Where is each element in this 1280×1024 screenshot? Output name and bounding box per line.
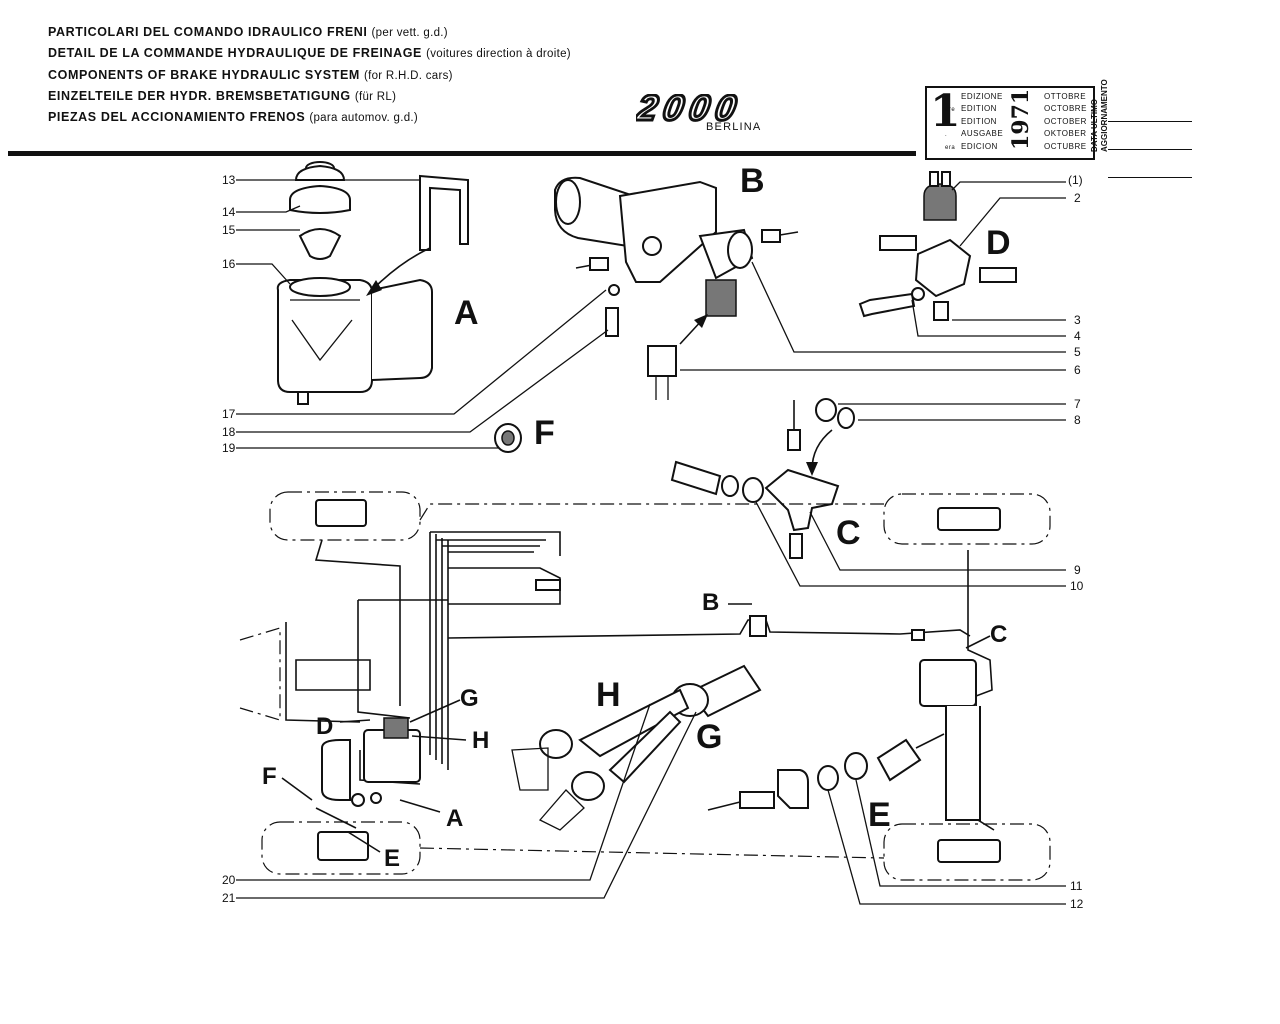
clamp-group-gh — [511, 664, 762, 831]
model-logo: 2000 — [636, 94, 747, 129]
bolt-3 — [858, 292, 916, 318]
t-union-group-c — [670, 398, 855, 559]
callout-8: 8 — [1074, 413, 1081, 427]
callout-20: 20 — [222, 873, 236, 887]
callout-14: 14 — [222, 205, 236, 219]
callout-4: 4 — [1074, 329, 1081, 343]
booster — [321, 739, 351, 801]
union-group-d — [858, 171, 1017, 321]
pointer-label-d: D — [316, 713, 333, 740]
title-italian: PARTICOLARI DEL COMANDO IDRAULICO FRENI … — [48, 25, 448, 39]
union-body — [914, 238, 972, 298]
callout-10: 10 — [1070, 579, 1084, 593]
callout-13: 13 — [222, 173, 236, 187]
group-label-d: D — [986, 224, 1011, 262]
group-label-f: F — [534, 414, 555, 452]
clamp-20 — [539, 729, 573, 759]
hose-end — [876, 738, 922, 782]
chassis-components — [315, 499, 1001, 863]
nut-7 — [815, 398, 837, 422]
callout-11: 11 — [1070, 879, 1083, 893]
callout-6: 6 — [1074, 363, 1081, 377]
bracket-plate — [777, 769, 809, 809]
group-label-g: G — [696, 718, 722, 756]
callout-12: 12 — [1070, 897, 1084, 911]
pointer-label-b: B — [702, 589, 719, 616]
group-letters: A B C D E F G H B C D F E A G H — [262, 162, 1011, 872]
title-spanish: PIEZAS DEL ACCIONAMIENTO FRENOS (para au… — [48, 110, 419, 125]
callout-15: 15 — [222, 223, 236, 237]
edition-number: 1 — [930, 86, 961, 137]
rear-connector-group-e — [707, 733, 945, 811]
car-outline — [239, 491, 1051, 881]
screw-18 — [605, 307, 619, 337]
washer-8 — [837, 407, 855, 429]
callout-3: 3 — [1074, 313, 1081, 327]
leader-lines — [236, 179, 1066, 905]
callout-21: 21 — [222, 891, 236, 905]
title-french: DETAIL DE LA COMMANDE HYDRAULIQUE DE FRE… — [48, 46, 571, 61]
callout-17: 17 — [222, 407, 236, 421]
pressure-switch-body — [705, 279, 737, 317]
callout-16: 16 — [222, 257, 236, 271]
group-label-a: A — [454, 294, 479, 332]
brake-light-switch — [647, 345, 677, 377]
pointer-label-e: E — [384, 845, 400, 872]
switch-1 — [923, 183, 957, 221]
pointer-arrows — [281, 603, 991, 853]
t-union-body — [764, 468, 840, 532]
reservoir-second-tank — [371, 278, 433, 381]
bleed-screw — [933, 301, 949, 321]
callout-2: 2 — [1074, 191, 1081, 205]
title-english: COMPONENTS OF BRAKE HYDRAULIC SYSTEM (fo… — [48, 67, 453, 82]
washer-4 — [911, 287, 925, 301]
title-german: EINZELTEILE DER HYDR. BREMSBETATIGUNG (f… — [48, 88, 397, 103]
reservoir-neck — [289, 277, 351, 297]
pointer-label-f: F — [262, 763, 277, 790]
update-lines — [1108, 94, 1192, 178]
pointer-label-g: G — [460, 685, 479, 712]
reservoir-group — [276, 161, 469, 405]
grommet-group-f — [494, 423, 522, 453]
clamp-21 — [571, 771, 605, 801]
reservoir-filter — [298, 228, 342, 260]
group-label-e: E — [868, 796, 891, 834]
callout-numbers: 13 14 15 16 17 18 19 20 21 (1) 2 3 4 5 6… — [222, 173, 1084, 911]
pointer-label-a: A — [446, 805, 463, 832]
pointer-label-h: H — [472, 727, 489, 754]
group-label-h: H — [596, 676, 621, 714]
callout-19: 19 — [222, 441, 236, 455]
logo-text: 2000 — [636, 94, 745, 128]
header-rule — [8, 151, 916, 156]
master-cylinder-group — [554, 176, 799, 400]
brake-lines — [285, 531, 995, 831]
bracket-h — [578, 688, 690, 758]
nut-11 — [844, 752, 868, 780]
group-label-b: B — [740, 162, 765, 200]
washer-12 — [817, 765, 839, 791]
group-label-c: C — [836, 514, 861, 552]
callout-9: 9 — [1074, 563, 1081, 577]
callout-18: 18 — [222, 425, 236, 439]
callout-5: 5 — [1074, 345, 1081, 359]
pointer-label-c: C — [990, 621, 1007, 648]
retaining-bracket — [419, 174, 469, 251]
callout-7: 7 — [1074, 397, 1081, 411]
edition-box — [925, 86, 1095, 160]
washer-10 — [742, 477, 764, 503]
reservoir-cap — [289, 184, 351, 214]
callout-1: (1) — [1068, 173, 1083, 187]
model-name: BERLINA — [706, 121, 762, 133]
master-cylinder-flange — [618, 180, 717, 283]
title-block: PARTICOLARI DEL COMANDO IDRAULICO FRENI … — [48, 22, 571, 128]
washer-17 — [608, 284, 620, 296]
